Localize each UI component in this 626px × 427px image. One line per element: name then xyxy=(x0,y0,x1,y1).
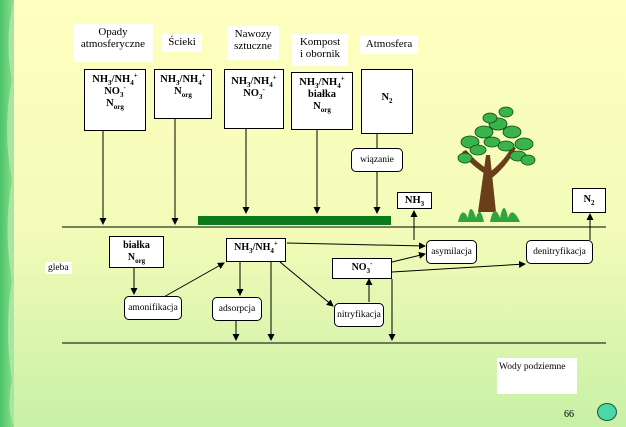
arrow-no3-denitryfikacja xyxy=(391,260,526,273)
box-amonifikacja: amonifikacja xyxy=(124,296,182,320)
box-nawozy-compounds: NH3/NH4+ NO3- xyxy=(224,69,284,129)
source-scieki: Ścieki xyxy=(162,34,202,52)
box-adsorpcja: adsorpcja xyxy=(212,297,262,321)
arrow-nh4-asymilacja xyxy=(286,242,426,250)
tree-icon xyxy=(457,106,536,222)
box-opady-compounds: NH3/NH4+ NO3- Norg xyxy=(84,69,146,131)
box-no3-center: NO3- xyxy=(332,258,392,279)
label-gleba: gleba xyxy=(45,262,72,274)
next-slide-button[interactable] xyxy=(597,403,617,421)
box-soil-bialka: białka Norg xyxy=(109,236,164,268)
box-n2-emission: N2 xyxy=(572,188,606,213)
box-nh3-emission: NH3 xyxy=(397,192,432,209)
box-atmosfera-n2: N2 xyxy=(361,69,413,134)
arrow-amonifikacja-nh4 xyxy=(161,262,225,299)
box-nh4-center: NH3/NH4+ xyxy=(226,238,286,262)
box-nitryfikacja: nitryfikacja xyxy=(334,303,384,327)
fertilizer-bar xyxy=(198,216,391,225)
arrow-no3-asymilacja xyxy=(391,252,426,263)
box-wiazanie: wiązanie xyxy=(351,148,403,172)
page-number: 66 xyxy=(564,409,574,420)
box-kompost-compounds: NH3/NH4+ białka Norg xyxy=(291,72,353,130)
label-wody-podziemne: Wody podziemne xyxy=(497,358,577,394)
left-decorative-band xyxy=(0,0,14,427)
box-asymilacja: asymilacja xyxy=(426,240,477,264)
box-denitryfikacja: denitryfikacja xyxy=(526,240,593,264)
arrow-nh4-nitryfikacja xyxy=(279,261,334,307)
source-atmosfera: Atmosfera xyxy=(360,36,418,54)
box-scieki-compounds: NH3/NH4+ Norg xyxy=(154,69,212,119)
